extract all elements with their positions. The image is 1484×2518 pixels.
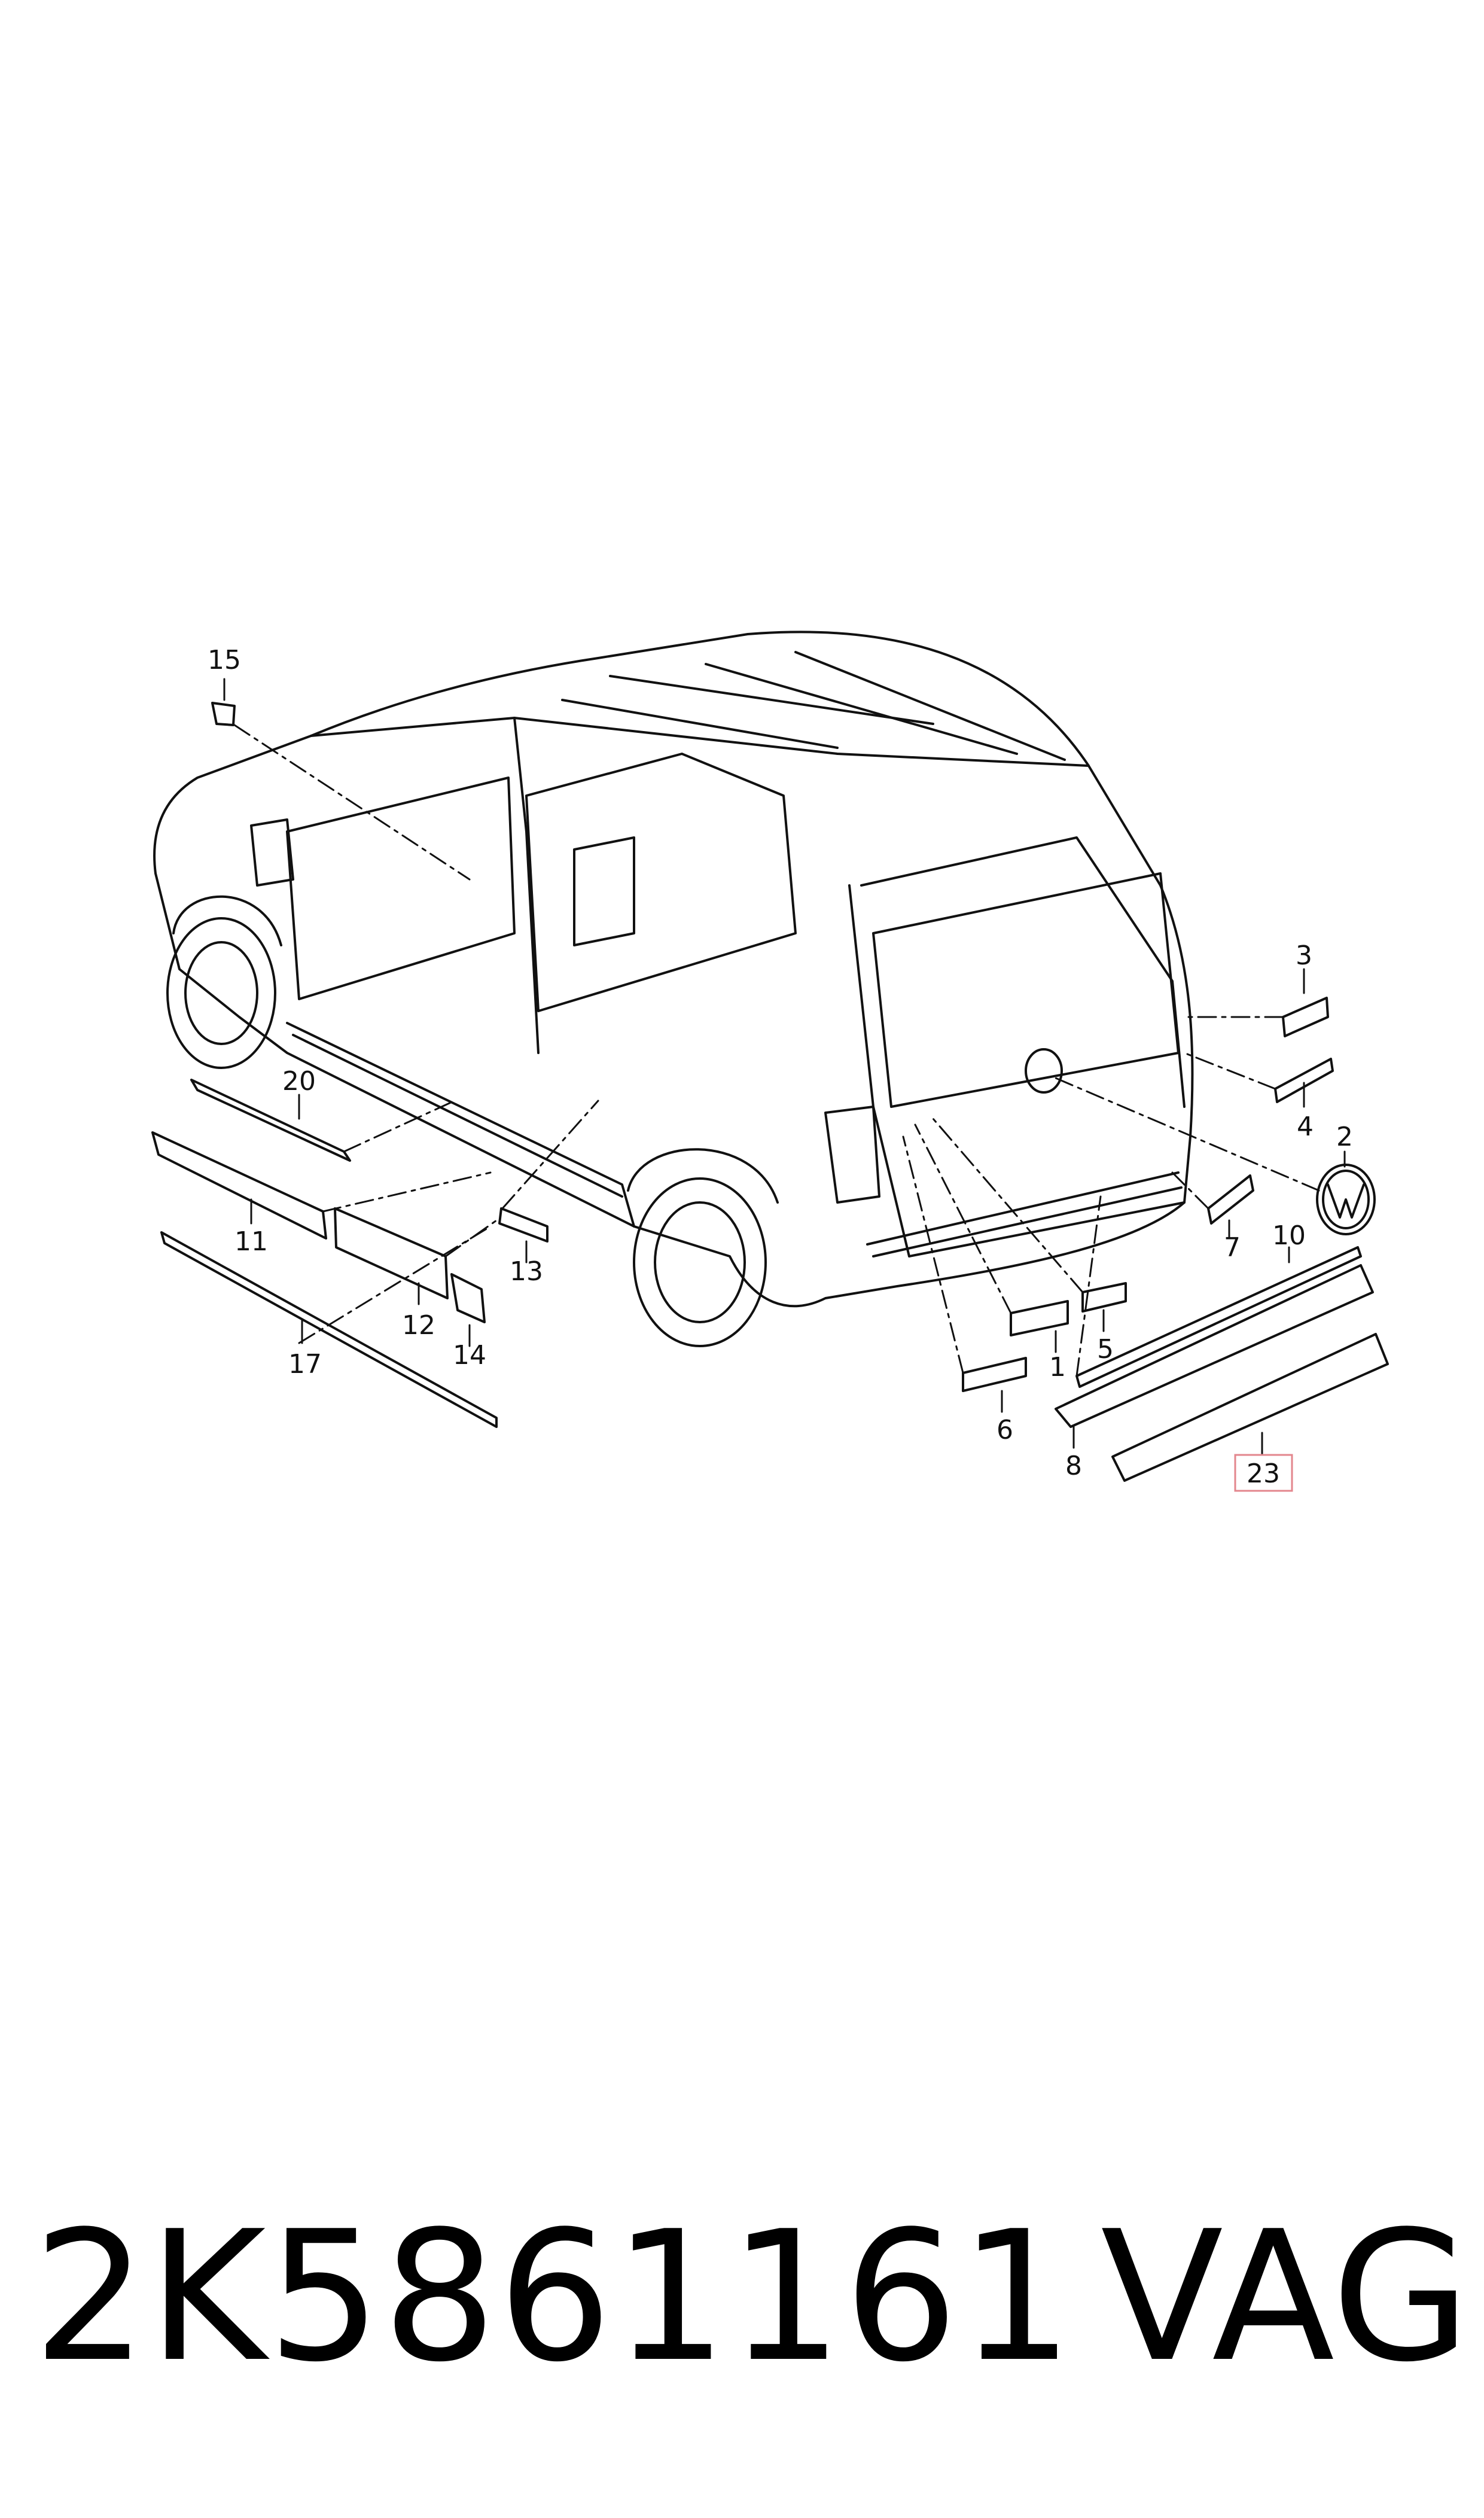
badge-4 (1274, 1058, 1334, 1103)
callout-23: 23 (1247, 1459, 1280, 1489)
construction-lines (233, 724, 1320, 1377)
vehicle-body (153, 631, 1194, 1308)
callout-17: 17 (288, 1349, 322, 1380)
highlight-box (1234, 1454, 1293, 1492)
strip-23 (1111, 1333, 1389, 1482)
callout-8: 8 (1065, 1451, 1082, 1481)
strip-20 (190, 1079, 351, 1162)
strip-14 (450, 1273, 486, 1323)
brand-label: VAG (1101, 2193, 1471, 2401)
strip-10 (1075, 1246, 1362, 1388)
rear-wheel (627, 1148, 779, 1347)
callout-1: 1 (1049, 1352, 1066, 1383)
badge-13 (498, 1207, 548, 1243)
callout-4: 4 (1297, 1112, 1314, 1142)
callout-5: 5 (1097, 1334, 1114, 1365)
emblem-mount (1025, 1048, 1063, 1094)
callout-6: 6 (997, 1415, 1013, 1445)
badge-5 (1081, 1282, 1127, 1313)
leader-lines (223, 678, 1346, 1455)
callout-13: 13 (510, 1256, 543, 1287)
badge-3 (1282, 997, 1329, 1037)
callout-10: 10 (1272, 1220, 1306, 1251)
strip-12 (334, 1207, 449, 1299)
strip-11 (151, 1131, 327, 1240)
strip-8 (1055, 1264, 1374, 1428)
badge-6 (962, 1357, 1027, 1392)
callout-15: 15 (208, 645, 241, 675)
badge-1 (1010, 1300, 1069, 1336)
callout-14: 14 (453, 1340, 486, 1371)
callout-11: 11 (234, 1226, 268, 1257)
callout-12: 12 (402, 1310, 435, 1341)
callout-3: 3 (1296, 940, 1312, 971)
tail-light (824, 1106, 880, 1204)
badge-7 (1207, 1174, 1254, 1225)
callout-2: 2 (1336, 1122, 1353, 1152)
callout-20: 20 (282, 1066, 316, 1097)
parts-diagram: 15 20 11 12 14 13 17 3 4 2 7 10 5 1 6 8 … (151, 631, 1389, 1492)
strip-17 (160, 1231, 498, 1428)
front-wheel (166, 895, 282, 1069)
callout-7: 7 (1224, 1232, 1241, 1263)
badge-15 (211, 702, 236, 726)
part-number: 2K5861161 (33, 2193, 1075, 2401)
emblem-2 (1316, 1164, 1376, 1235)
